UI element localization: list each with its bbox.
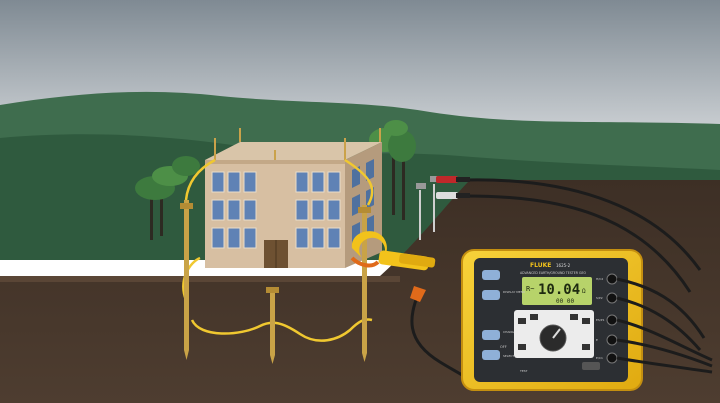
- earth-ground-tester: FLUKE 1625-2 ADVANCED EARTH/GROUND TESTE…: [461, 249, 643, 391]
- jack-label-s-p2: S/P2: [596, 296, 603, 300]
- lcd-reading: 10.04: [538, 282, 580, 298]
- clamp-lead-connector: [410, 286, 426, 302]
- test-button[interactable]: [582, 362, 600, 370]
- lcd-reading-prefix: R~: [526, 285, 534, 293]
- jack-es-p1[interactable]: [606, 314, 618, 326]
- function-icons: [518, 314, 590, 350]
- change-item-label: CHANGE ITEM: [503, 330, 524, 334]
- ground-stake-icon: [180, 200, 193, 360]
- jack-label-e-c1: E/C1: [596, 356, 603, 360]
- lead-connectors: [436, 176, 470, 199]
- display-menu-label: DISPLAY MENU: [503, 290, 525, 294]
- test-label: TEST: [519, 369, 528, 373]
- lcd-display: [522, 277, 592, 305]
- jack-s-p2[interactable]: [606, 292, 618, 304]
- meter-subtitle: ADVANCED EARTH/GROUND TESTER GEO: [520, 271, 586, 275]
- brand-logo: FLUKE: [530, 262, 551, 269]
- select-button[interactable]: [482, 350, 500, 360]
- jack-leads: [616, 277, 713, 374]
- off-label: OFF: [500, 345, 507, 349]
- ground-stake-icon: [358, 205, 371, 362]
- jack-label-es-p1: ES/P1: [596, 318, 605, 322]
- input-jacks: [606, 273, 618, 364]
- jack-h-c2[interactable]: [606, 273, 618, 285]
- jack-e-c1[interactable]: [606, 352, 618, 364]
- change-item-button[interactable]: [482, 330, 500, 340]
- jack-e[interactable]: [606, 334, 618, 346]
- display-menu-button[interactable]: [482, 290, 500, 300]
- probe-test-leads: [465, 178, 702, 293]
- building-icon: [205, 128, 382, 268]
- ground-stake-icon: [266, 287, 279, 364]
- tree-icon: [369, 120, 416, 220]
- left-button-column: [482, 270, 500, 360]
- soil-edge: [0, 276, 400, 282]
- clamp-meter-icon: [350, 231, 436, 271]
- jack-label-h-c2: H/C2: [596, 277, 603, 281]
- tree-icon: [135, 156, 200, 240]
- select-label: SELECT: [503, 354, 514, 358]
- jack-label-e: E: [596, 338, 598, 342]
- dial-pointer: [552, 328, 561, 339]
- lcd-secondary-reading: 00 00: [556, 298, 574, 305]
- lcd-unit: Ω: [582, 288, 586, 295]
- remote-probe-stakes: [416, 176, 440, 240]
- menu-button[interactable]: [482, 270, 500, 280]
- model-number: 1625-2: [556, 263, 571, 268]
